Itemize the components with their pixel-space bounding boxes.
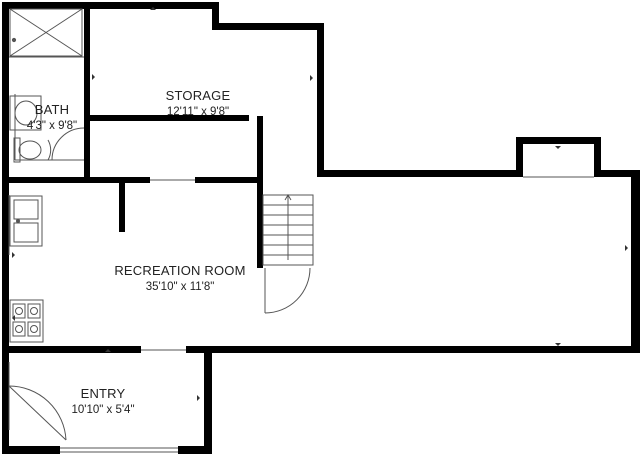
wall-bottom-right [178, 446, 211, 454]
wall-markers [12, 7, 628, 401]
wall-bath-right [84, 118, 90, 182]
wall-entry-top-right [186, 346, 212, 353]
wall-rec-top-right [594, 170, 640, 177]
wall-top-step [212, 2, 219, 30]
shower-icon [9, 8, 83, 57]
wall-entry-right [204, 346, 212, 454]
wall-entry-top-left [2, 346, 141, 353]
room-dimensions-entry: 10'10" x 5'4" [71, 404, 134, 416]
room-name-recreation-room: RECREATION ROOM [114, 263, 245, 278]
toilet-icon [13, 137, 52, 163]
wall-stair-stub [119, 180, 125, 232]
wall-stair-left [257, 116, 263, 268]
wall-left [2, 2, 9, 454]
stove-icon [9, 299, 44, 343]
door-swing-icon [8, 127, 311, 441]
wall-storage-bottom [84, 115, 249, 121]
wall-rec-bottom-right [186, 346, 640, 353]
wall-storage-right [317, 23, 324, 173]
wall-top-storage [212, 23, 324, 30]
kitchen-sink-icon [9, 195, 43, 247]
sink-icon [9, 95, 42, 131]
wall-bump-left [516, 137, 523, 177]
wall-top-left [2, 2, 217, 9]
room-name-entry: ENTRY [81, 386, 126, 401]
wall-bottom-left [2, 446, 60, 454]
stairs-icon [262, 194, 314, 266]
wall-right [631, 170, 640, 353]
wall-rec-top-mid [195, 177, 257, 183]
room-dimensions-bath: 4'3" x 9'8" [27, 120, 77, 132]
wall-rec-top [317, 170, 521, 177]
wall-storage-bath [84, 7, 90, 119]
wall-bath-bottom [2, 177, 150, 183]
room-name-bath: BATH [35, 102, 70, 117]
room-name-storage: STORAGE [166, 88, 231, 103]
room-dimensions-recreation-room: 35'10" x 11'8" [146, 281, 215, 293]
wall-bump-top [516, 137, 600, 144]
wall-bump-right [594, 137, 601, 177]
room-dimensions-storage: 12'11" x 9'8" [167, 106, 229, 118]
thin-lines [8, 56, 594, 453]
